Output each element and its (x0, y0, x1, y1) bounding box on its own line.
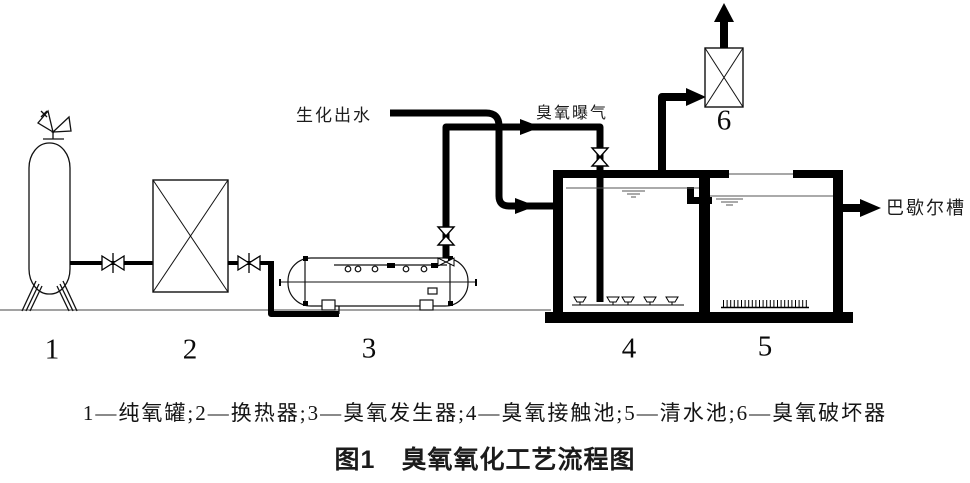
ozone-aeration-label: 臭氧曝气 (536, 105, 609, 122)
tank4-rim (553, 170, 711, 178)
ozone-destructor (704, 47, 744, 108)
valve-icon (436, 226, 456, 246)
equipment-number-2: 2 (182, 333, 198, 366)
underdrain-grid (721, 300, 809, 309)
figure-title: 图1 臭氧氧化工艺流程图 (334, 446, 636, 474)
diffusers (572, 296, 684, 306)
equipment-number-4: 4 (621, 332, 637, 365)
tank-left-wall (553, 170, 563, 312)
parshall-flume-label: 巴歇尔槽 (886, 198, 966, 218)
influent-pipe (390, 109, 556, 214)
oxygen-tank (21, 109, 78, 312)
water-level-tank4 (566, 187, 699, 198)
flow-arrow (860, 199, 881, 217)
vent-pipe (714, 3, 734, 48)
flow-arrow (520, 119, 541, 135)
flow-arrow (515, 198, 536, 214)
weir (687, 197, 712, 204)
valve-icon (590, 147, 610, 167)
ozone-generator (279, 256, 477, 311)
legend-caption: 1—纯氧罐;2—换热器;3—臭氧发生器;4—臭氧接触池;5—清水池;6—臭氧破坏… (82, 401, 888, 425)
head-tangent-marks (303, 256, 453, 306)
influent-label: 生化出水 (296, 106, 372, 125)
contact-tank (545, 170, 853, 323)
relief-valve-icon (37, 109, 72, 140)
vent-arrow (714, 3, 734, 22)
tank-partition-wall (699, 170, 710, 312)
heat-exchanger (152, 179, 229, 293)
flow-arrow (686, 88, 706, 106)
tank-legs (21, 280, 78, 312)
manifold-fittings (334, 263, 447, 273)
weir (687, 187, 694, 199)
ozone-gas-pipe (436, 119, 610, 302)
equipment-number-5: 5 (757, 330, 773, 363)
exhaust-pipe (658, 88, 706, 174)
tank-base (545, 312, 853, 323)
outlet-nozzle-icon (437, 257, 455, 267)
equipment-number-3: 3 (361, 332, 377, 365)
valve-icon (237, 253, 261, 273)
equipment-number-1: 1 (44, 333, 60, 366)
water-level-tank5 (710, 195, 833, 206)
equipment-number-6: 6 (716, 104, 732, 137)
pipe-oxygen-to-exchanger (70, 253, 153, 273)
tank-right-wall (833, 170, 843, 312)
valve-icon (101, 253, 125, 273)
outlet-pipe (843, 199, 881, 217)
